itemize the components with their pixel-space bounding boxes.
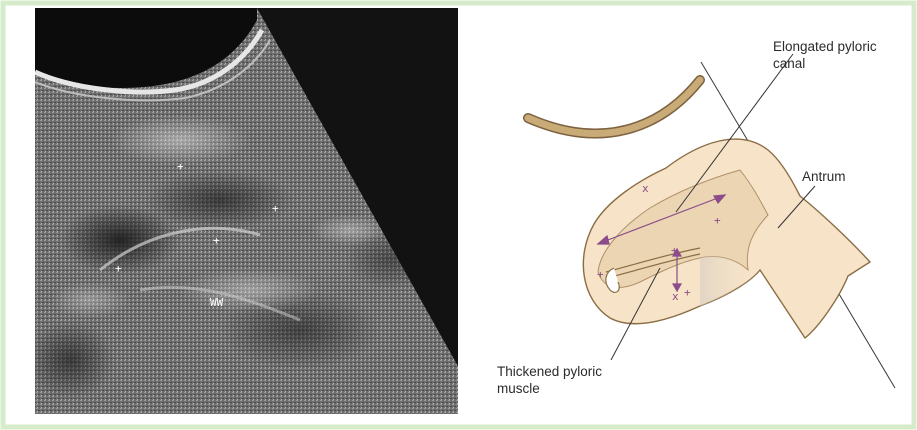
thickened-pyloric-muscle-label: Thickened pyloric muscle — [497, 363, 602, 397]
ultrasound-image: + + + + WW — [25, 8, 458, 414]
antrum-label: Antrum — [802, 168, 846, 185]
svg-text:+: + — [714, 214, 721, 227]
svg-text:x: x — [672, 290, 679, 303]
svg-text:+: + — [115, 262, 122, 275]
svg-text:x: x — [642, 182, 649, 195]
pylorus-diagram: x + + x + + — [528, 54, 895, 388]
svg-text:+: + — [597, 268, 604, 281]
elongated-pyloric-canal-label: Elongated pyloric canal — [773, 38, 877, 72]
svg-text:+: + — [213, 234, 220, 247]
svg-text:+: + — [272, 202, 279, 215]
svg-text:+: + — [671, 244, 678, 257]
svg-text:WW: WW — [210, 296, 224, 309]
svg-text:+: + — [177, 160, 184, 173]
svg-text:+: + — [684, 286, 691, 299]
